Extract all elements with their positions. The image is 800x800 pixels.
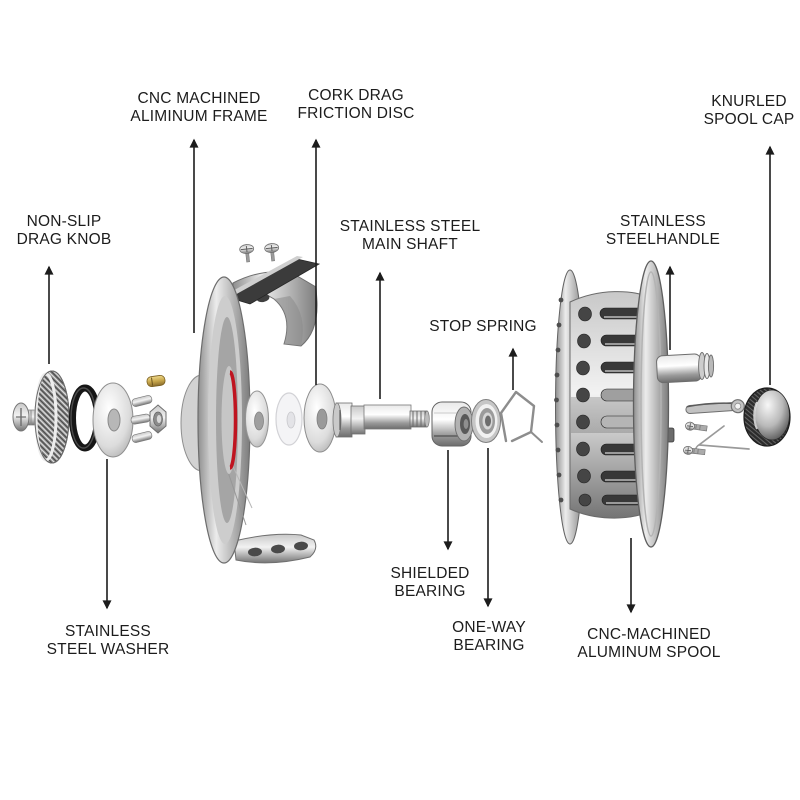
label-spool: CNC-MACHINED ALUMINUM SPOOL [577,626,721,661]
label-spool-cap: KNURLED SPOOL CAP [703,93,795,128]
label-main-shaft: STAINLESS STEEL MAIN SHAFT [339,218,481,253]
latch-screw-top [685,421,708,432]
label-stop-spring: STOP SPRING [429,318,537,335]
red-drag-ring [229,370,238,470]
spool-right-flange [632,260,670,548]
stop-spring [499,390,543,443]
label-frame: CNC MACHINED ALIMINUM FRAME [130,90,268,125]
cork-friction-disc [275,392,303,446]
label-handle: STAINLESS STEELHANDLE [605,213,721,248]
drag-knob [34,370,70,464]
gold-pin [146,374,166,388]
label-one-way-bearing: ONE-WAY BEARING [452,619,526,654]
stainless-steel-washer [92,382,134,458]
frame-screws [239,243,280,263]
label-drag-knob: NON-SLIP DRAG KNOB [16,213,112,248]
label-shielded-bearing: SHIELDED BEARING [390,565,470,600]
latch-lever [685,399,745,415]
reel-frame [180,256,321,564]
main-shaft [332,402,430,438]
drag-disc-small [245,390,269,448]
drag-disc-large [303,383,337,453]
knurled-spool-cap [743,387,791,447]
label-washer: STAINLESS STEEL WASHER [46,623,170,658]
hex-nut [149,404,167,434]
callout-arrows [44,138,775,614]
drag-pins [130,395,153,443]
latch-screw-bottom [683,445,706,455]
shielded-bearing [431,401,474,447]
one-way-bearing [471,399,501,443]
spool [554,260,675,548]
label-cork-disc: CORK DRAG FRICTION DISC [297,87,415,122]
spool-handle [656,352,715,384]
